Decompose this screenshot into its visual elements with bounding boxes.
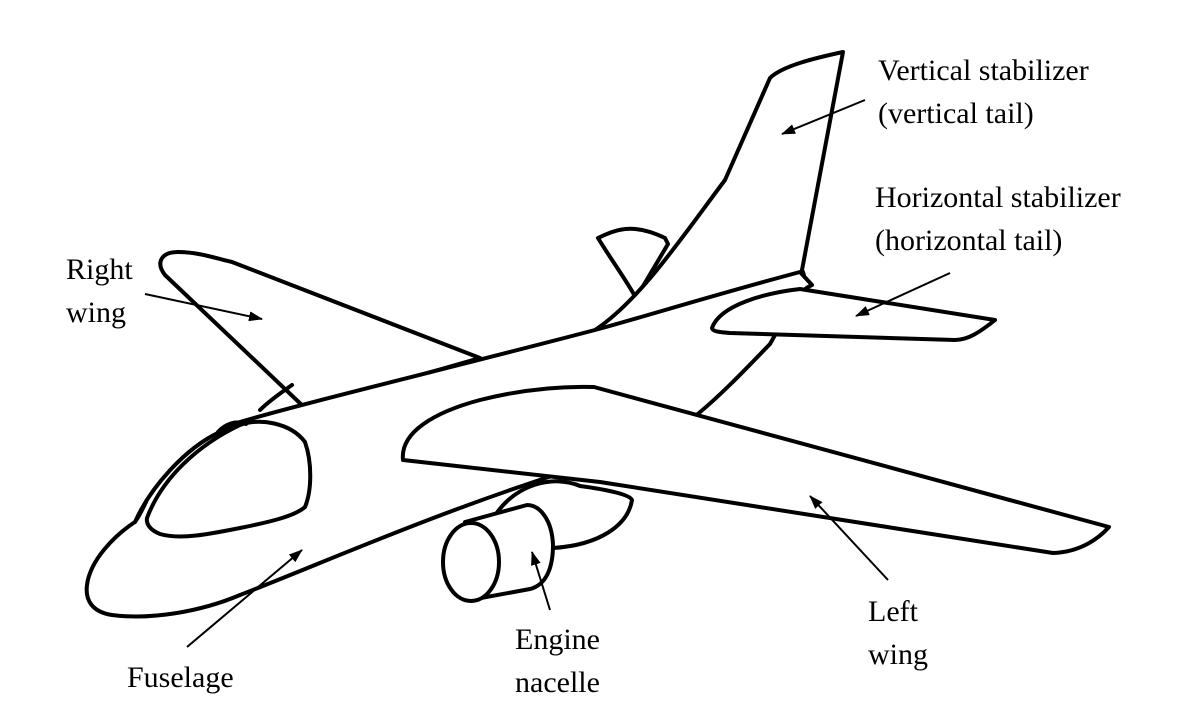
fuselage-arrow bbox=[186, 549, 303, 648]
engine-nacelle-label: Engine nacelle bbox=[515, 623, 600, 699]
horizontal-stabilizer-arrow bbox=[855, 272, 951, 317]
right-wing-label: Right wing bbox=[66, 253, 133, 329]
canopy bbox=[144, 419, 313, 539]
dorsal-fin bbox=[596, 226, 670, 300]
canopy-rear-frame bbox=[216, 420, 248, 434]
engine-intake bbox=[441, 521, 501, 603]
left-wing-label: Left wing bbox=[868, 595, 928, 671]
right-wing-root-fairing bbox=[258, 383, 294, 412]
left-wing bbox=[400, 384, 1111, 555]
vertical-stabilizer-label: Vertical stabilizer (vertical tail) bbox=[878, 54, 1089, 130]
left-wing-arrow bbox=[809, 495, 889, 581]
horizontal-stabilizer-label: Horizontal stabilizer (horizontal tail) bbox=[875, 181, 1121, 257]
horizontal-stabilizer bbox=[710, 287, 997, 342]
fuselage-nose-tip bbox=[133, 500, 148, 524]
vertical-stabilizer-arrow bbox=[781, 99, 866, 135]
fuselage-label: Fuselage bbox=[127, 661, 234, 694]
right-wing bbox=[158, 250, 482, 410]
engine-nacelle-arrow bbox=[531, 551, 551, 611]
right-wing-arrow bbox=[144, 293, 263, 322]
